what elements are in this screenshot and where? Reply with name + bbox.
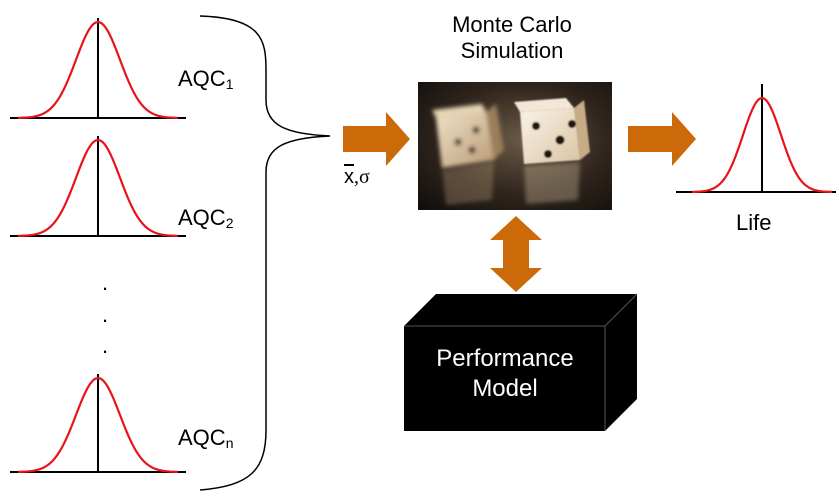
- input-arrow: [343, 112, 410, 166]
- ellipsis-dot-1: .: [102, 270, 109, 295]
- box-side: [605, 294, 637, 431]
- performance-model-box: [404, 293, 638, 431]
- input-distribution-2: [10, 136, 186, 237]
- parameters-label: x,σ: [344, 166, 370, 188]
- input-label-2: AQC2: [178, 205, 234, 231]
- dice-image: [418, 82, 612, 210]
- output-distribution: [676, 84, 836, 193]
- box-front: [404, 326, 605, 431]
- input-distribution-1: [10, 18, 186, 119]
- simulation-title: Monte Carlo Simulation: [452, 12, 572, 63]
- input-distribution-n: [10, 374, 186, 473]
- dice-reflection: [442, 162, 580, 205]
- ellipsis-dot-2: .: [102, 302, 109, 327]
- curly-brace: [199, 15, 331, 491]
- ellipsis-dot-3: .: [102, 333, 109, 358]
- bell-curve: [17, 20, 179, 119]
- input-label-1: AQC1: [178, 66, 234, 92]
- performance-model-label: Performance Model: [436, 345, 574, 402]
- bell-curve: [17, 138, 179, 237]
- box-top: [404, 294, 637, 326]
- bell-curve: [691, 96, 833, 193]
- double-arrow: [490, 216, 542, 292]
- right-die: [514, 98, 590, 164]
- output-label: Life: [736, 210, 772, 235]
- bell-curve: [17, 376, 179, 473]
- input-label-n: AQCn: [178, 425, 234, 451]
- output-arrow: [628, 112, 696, 166]
- left-die: [432, 104, 504, 168]
